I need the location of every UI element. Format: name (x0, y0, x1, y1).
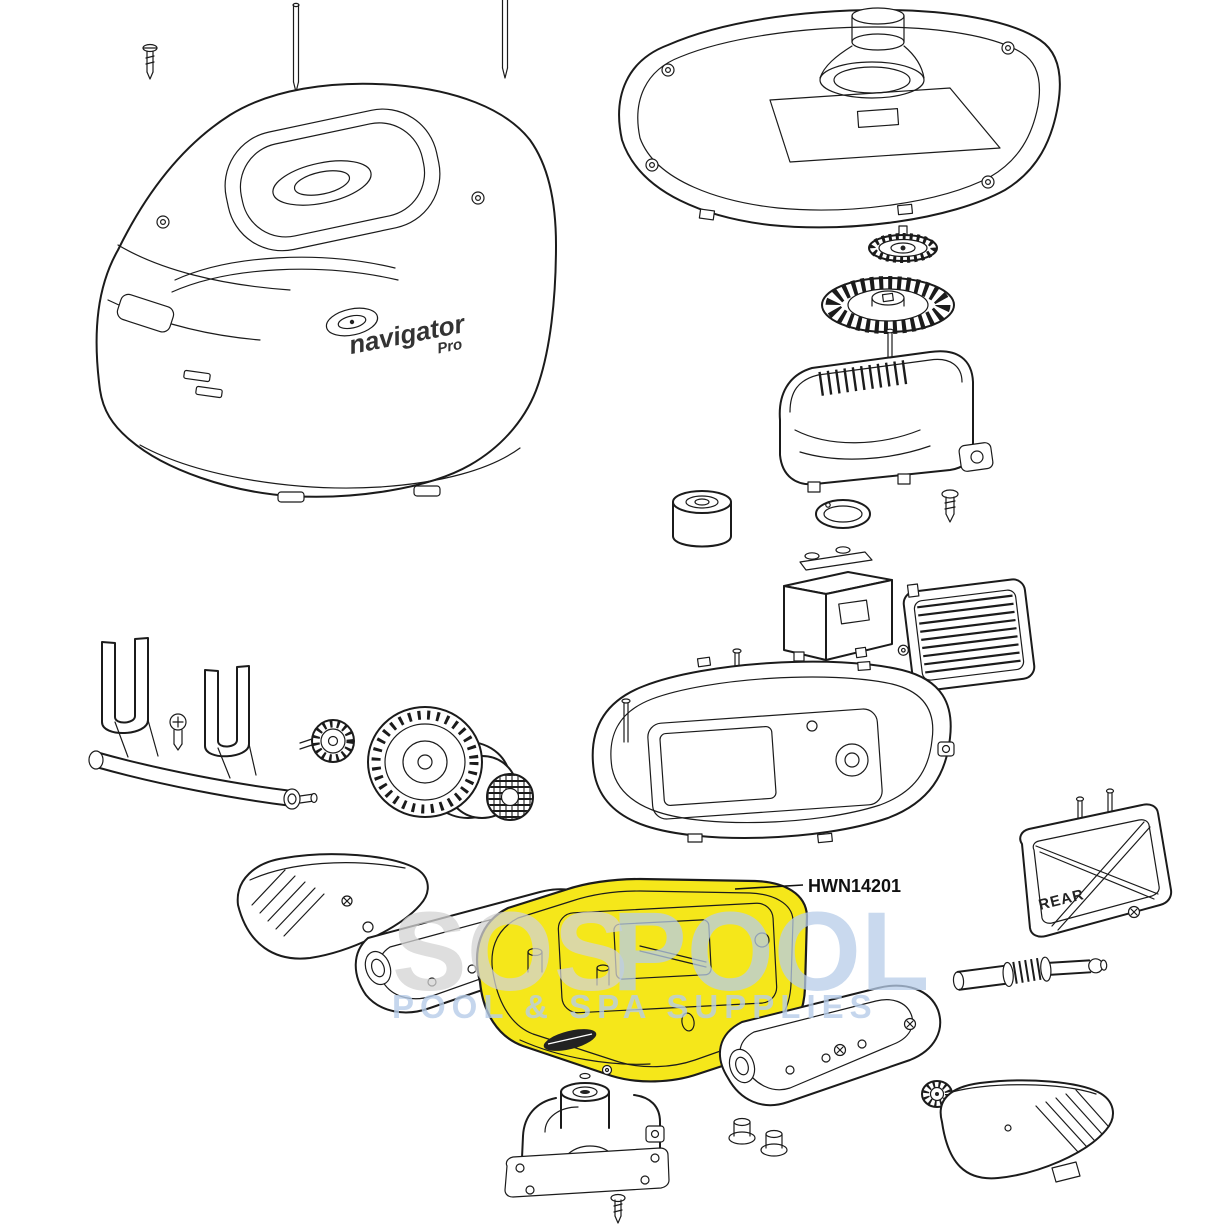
watermark-line2: POOL & SPA SUPPLIES (392, 988, 878, 1025)
bracket-screw (610, 1193, 626, 1224)
drive-cone-assembly (367, 706, 534, 821)
axle-rod (952, 956, 1108, 991)
gearbox-screw (941, 489, 959, 523)
left-wing-panel (236, 853, 429, 960)
drive-gear (868, 225, 938, 263)
mounting-pins (292, 0, 509, 93)
right-wing-panel (939, 1079, 1114, 1183)
front-bracket-assembly (504, 1064, 670, 1198)
right-shoe-pad (719, 984, 942, 1107)
hex-bushings (728, 1117, 788, 1157)
o-ring (815, 499, 871, 529)
motor-block (783, 546, 893, 662)
top-housing-cover: navigator Pro (95, 82, 557, 503)
lower-body-hwn14201 (476, 877, 809, 1083)
highlighted-part-body (476, 877, 809, 1083)
gearbox-housing (778, 328, 994, 493)
cover-screw (142, 43, 158, 80)
middle-body-frame (591, 648, 955, 844)
part-number-label: HWN14201 (808, 876, 901, 896)
pod-hub (299, 719, 355, 763)
part-callout: HWN14201 (734, 876, 901, 896)
leader-line (734, 884, 804, 890)
brand-badge (543, 1029, 597, 1051)
a-frame-screw (169, 713, 187, 751)
turbine-wheel (821, 276, 955, 334)
rear-flap: REAR (1019, 788, 1173, 938)
a-frame-turbine-assembly (88, 637, 318, 810)
watermark-word-blue: POOL (612, 889, 929, 1014)
top-housing-underside (618, 7, 1061, 229)
roller-bearing (672, 490, 732, 548)
brand-logo-sub: Pro (436, 336, 464, 357)
intake-grill (897, 578, 1036, 692)
watermark: SOS POOL POOL & SPA SUPPLIES (392, 889, 929, 1025)
watermark-word-gray: SOS (392, 889, 629, 1014)
